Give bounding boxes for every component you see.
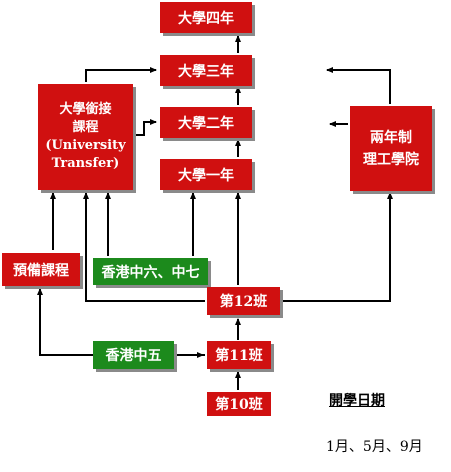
grade12-box: 第12班	[207, 287, 280, 315]
year4-box: 大學四年	[160, 2, 252, 33]
intake-title: 開學日期	[329, 393, 385, 409]
arrow-g12-to-transfer	[83, 192, 205, 302]
f6-f7-box: 香港中六、中七	[93, 258, 208, 285]
university-transfer-box: 大學銜接 課程 (University Transfer)	[38, 84, 133, 190]
arrow-transfer-to-year2	[134, 119, 157, 136]
year1-box: 大學一年	[160, 159, 252, 190]
year2-box: 大學二年	[160, 107, 252, 138]
f5-box: 香港中五	[93, 341, 174, 369]
year3-box: 大學三年	[160, 55, 252, 86]
grade10-box: 第10班	[207, 392, 271, 416]
two-year-tech-box: 兩年制 理工學院	[350, 106, 432, 191]
arrow-transfer-to-year3	[85, 67, 157, 82]
intake-months: 1月、5月、9月	[326, 439, 423, 455]
arrow-g12-to-tech	[282, 192, 393, 302]
foundation-box: 預備課程	[2, 253, 80, 286]
arrow-tech-to-year3	[326, 67, 391, 104]
grade11-box: 第11班	[207, 341, 271, 369]
